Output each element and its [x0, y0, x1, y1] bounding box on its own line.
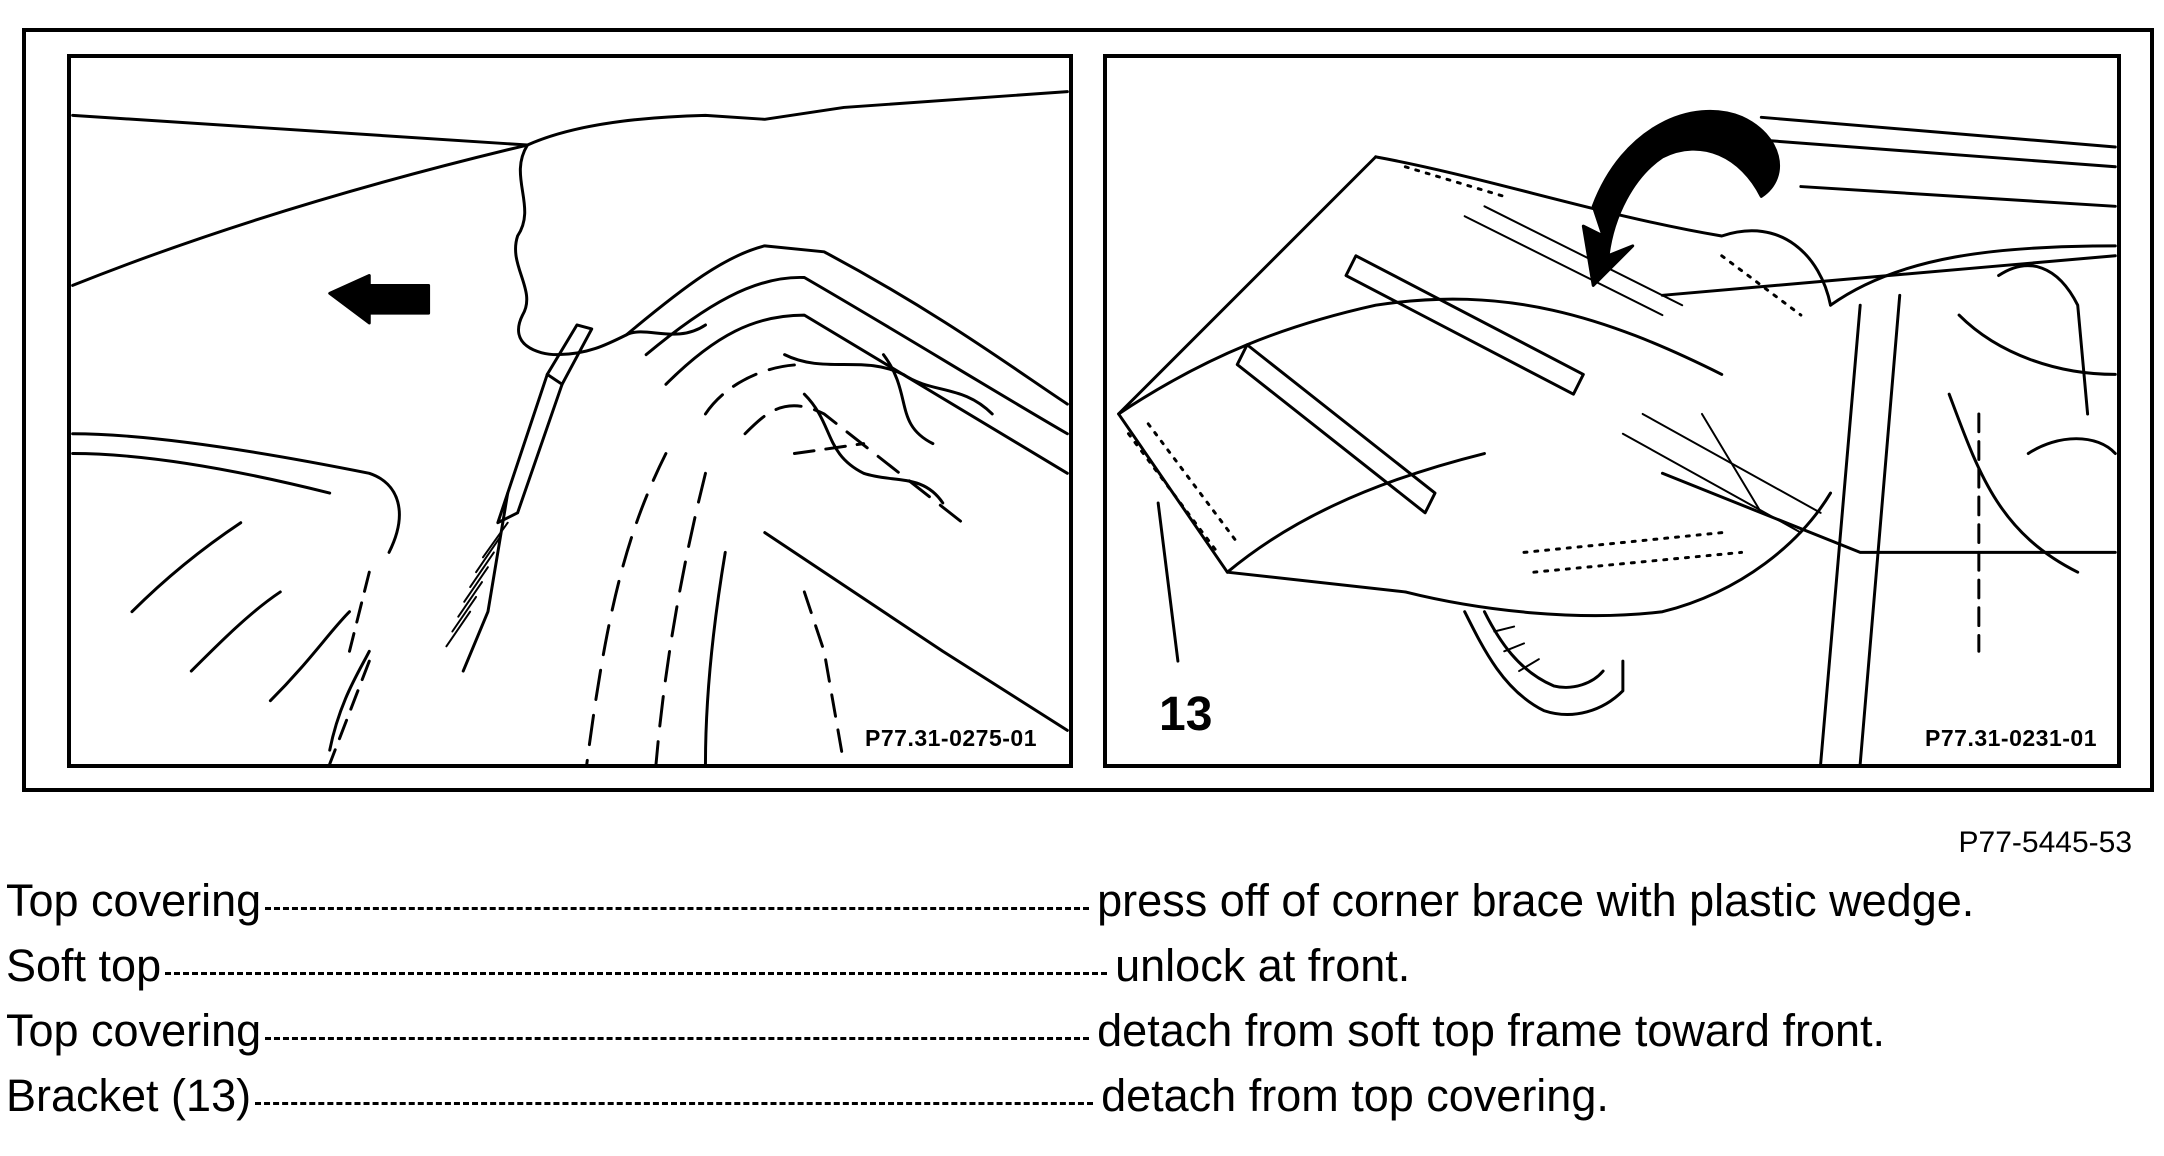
step-action: detach from top covering.	[1101, 1070, 1609, 1121]
hand-with-wedge-illustration	[71, 90, 1069, 764]
procedure-step: Bracket (13) detach from top covering.	[6, 1063, 2156, 1128]
right-illustration-panel: 13 P77.31-0231-01	[1103, 54, 2121, 768]
procedure-step: Top covering detach from soft top frame …	[6, 998, 2156, 1063]
figure-frame: P77.31-0275-01	[22, 28, 2154, 792]
procedure-steps: Top covering press off of corner brace w…	[6, 868, 2156, 1128]
step-subject: Top covering	[6, 875, 262, 926]
procedure-step: Soft top unlock at front.	[6, 933, 2156, 998]
step-subject: Bracket (13)	[6, 1070, 252, 1121]
step-action: detach from soft top frame toward front.	[1097, 1005, 1886, 1056]
left-panel-code: P77.31-0275-01	[865, 725, 1037, 751]
step-action: press off of corner brace with plastic w…	[1097, 875, 1975, 926]
step-subject: Soft top	[6, 940, 162, 991]
left-illustration-panel: P77.31-0275-01	[67, 54, 1073, 768]
dotted-leader	[265, 1037, 1090, 1040]
dotted-leader	[265, 907, 1090, 910]
figure-reference-code: P77-5445-53	[1958, 826, 2132, 859]
folded-top-covering-illustration	[1117, 109, 2117, 764]
bracket-callout-label: 13	[1159, 688, 1213, 741]
procedure-step: Top covering press off of corner brace w…	[6, 868, 2156, 933]
dotted-leader	[165, 972, 1108, 975]
dotted-leader	[255, 1102, 1094, 1105]
right-panel-code: P77.31-0231-01	[1925, 725, 2097, 751]
step-subject: Top covering	[6, 1005, 262, 1056]
step-action: unlock at front.	[1115, 940, 1411, 991]
